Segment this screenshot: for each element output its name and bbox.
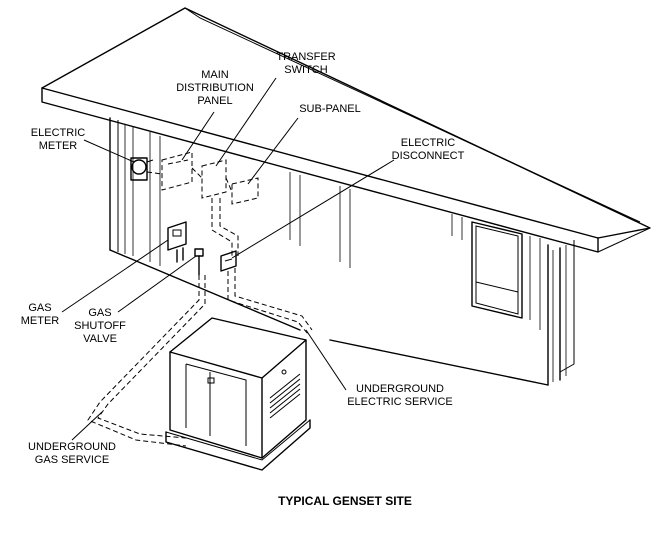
label-electric-disconnect: ELECTRIC DISCONNECT: [392, 137, 465, 162]
diagram-caption: TYPICAL GENSET SITE: [278, 494, 412, 508]
label-line: METER: [39, 140, 78, 152]
label-gas-meter: GAS METER: [21, 302, 60, 327]
underground-electric-conduit: [227, 268, 313, 335]
label-line: GAS: [28, 302, 51, 314]
house-window: [471, 221, 523, 319]
label-line: SUB-PANEL: [299, 103, 361, 115]
transfer-switch: [201, 159, 227, 199]
gas-meter: [167, 221, 187, 263]
gas-shutoff-valve: [194, 248, 204, 276]
label-line: ELECTRIC SERVICE: [347, 396, 453, 408]
label-line: ELECTRIC: [31, 127, 85, 139]
label-underground-electric-service: UNDERGROUND ELECTRIC SERVICE: [347, 383, 453, 408]
interior-wiring: [146, 167, 239, 258]
label-underground-gas-service: UNDERGROUND GAS SERVICE: [28, 441, 116, 466]
label-line: DISCONNECT: [392, 150, 465, 162]
label-line: VALVE: [83, 333, 117, 345]
label-main-distribution-panel: MAIN DISTRIBUTION PANEL: [176, 69, 254, 107]
label-line: ELECTRIC: [401, 137, 455, 149]
label-line: PANEL: [197, 95, 232, 107]
label-line: DISTRIBUTION: [176, 82, 254, 94]
leader-lines: [61, 77, 395, 441]
label-sub-panel: SUB-PANEL: [299, 103, 361, 115]
house-walls: [109, 117, 575, 386]
electric-meter: [130, 157, 154, 181]
label-line: TRANSFER: [276, 51, 335, 63]
label-line: METER: [21, 315, 60, 327]
sub-panel: [231, 177, 259, 205]
label-electric-meter: ELECTRIC METER: [31, 127, 85, 152]
label-line: SHUTOFF: [74, 320, 126, 332]
label-line: UNDERGROUND: [356, 383, 444, 395]
underground-gas-line: [87, 275, 206, 447]
label-gas-shutoff-valve: GAS SHUTOFF VALVE: [74, 307, 126, 345]
label-line: GAS SERVICE: [35, 454, 109, 466]
label-transfer-switch: TRANSFER SWITCH: [276, 51, 335, 76]
label-line: MAIN: [201, 69, 229, 81]
generator-set: [165, 317, 311, 471]
electric-disconnect: [220, 250, 237, 272]
label-line: SWITCH: [284, 64, 327, 76]
siding-hatch: [124, 124, 567, 382]
label-line: GAS: [88, 307, 111, 319]
house-roof: [41, 7, 651, 253]
generator-louvres: [269, 373, 301, 419]
label-line: UNDERGROUND: [28, 441, 116, 453]
main-distribution-panel: [161, 151, 193, 191]
